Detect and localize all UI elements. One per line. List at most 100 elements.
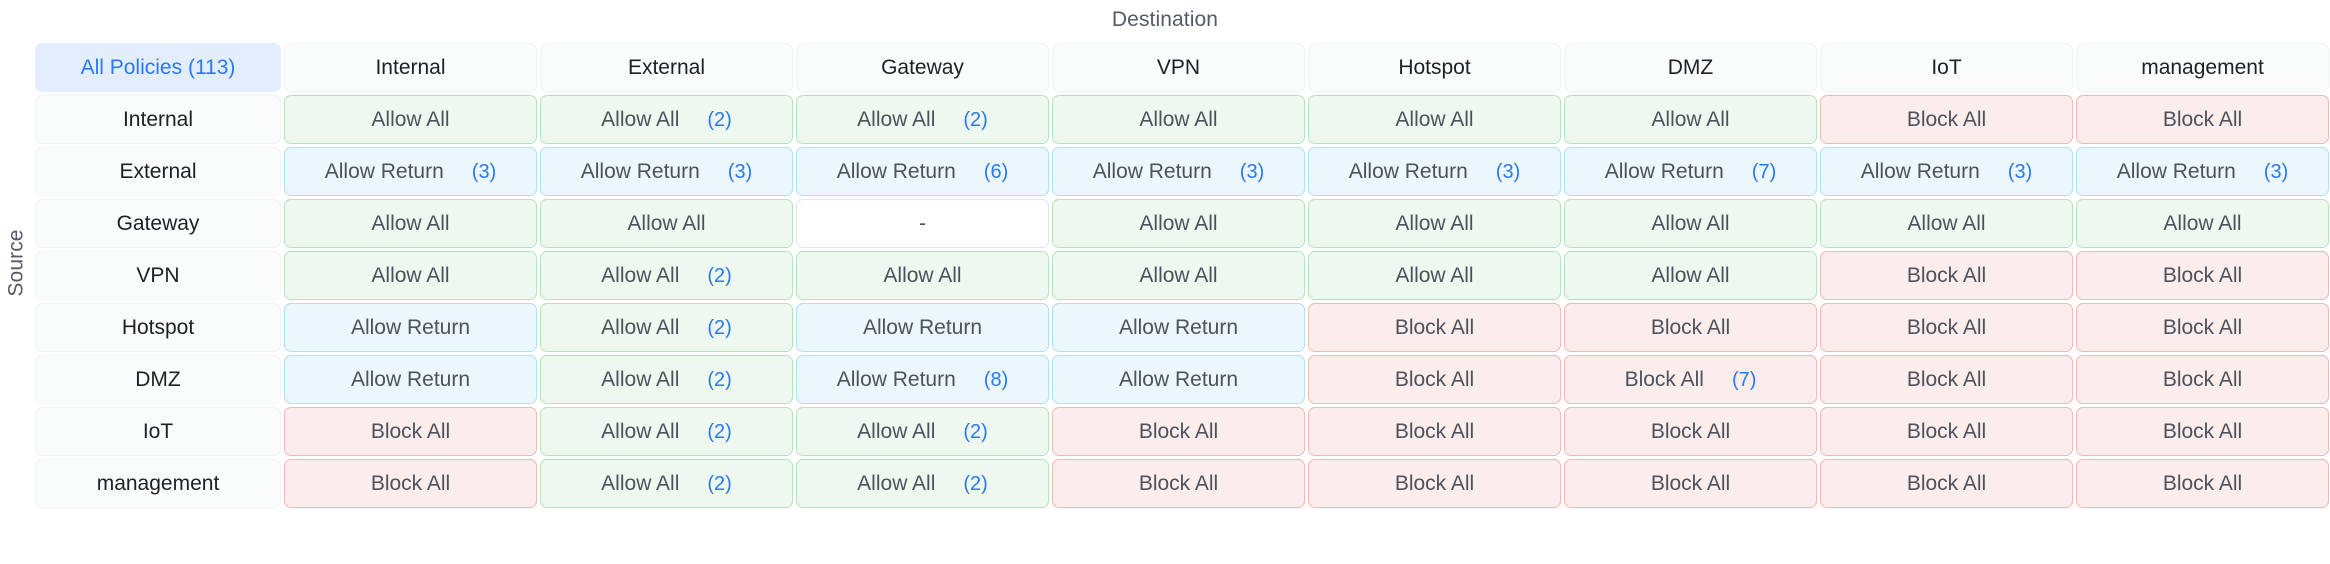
matrix-cell[interactable]: Allow All	[540, 199, 793, 248]
policy-cell-management-to-hotspot[interactable]: Block All	[1308, 459, 1561, 508]
matrix-cell[interactable]: Allow All	[1564, 199, 1817, 248]
all-policies-button[interactable]: All Policies (113)	[35, 43, 281, 92]
matrix-cell[interactable]: Block All	[1052, 459, 1305, 508]
policy-cell-internal-to-internal[interactable]: Allow All	[284, 95, 537, 144]
policy-cell-management-to-external[interactable]: Allow All(2)	[540, 459, 793, 508]
matrix-cell[interactable]: Allow All	[284, 199, 537, 248]
column-header-cell[interactable]: VPN	[1052, 43, 1305, 92]
policy-cell-gateway-to-dmz[interactable]: Allow All	[1564, 199, 1817, 248]
policy-cell-gateway-to-internal[interactable]: Allow All	[284, 199, 537, 248]
policy-cell-hotspot-to-management[interactable]: Block All	[2076, 303, 2329, 352]
policy-cell-hotspot-to-vpn[interactable]: Allow Return	[1052, 303, 1305, 352]
matrix-cell[interactable]: Allow Return(8)	[796, 355, 1049, 404]
policy-cell-iot-to-management[interactable]: Block All	[2076, 407, 2329, 456]
matrix-cell[interactable]: Allow All	[284, 251, 537, 300]
policy-cell-management-to-gateway[interactable]: Allow All(2)	[796, 459, 1049, 508]
row-header-external[interactable]: External	[35, 147, 281, 196]
matrix-cell[interactable]: Allow Return(3)	[2076, 147, 2329, 196]
policy-cell-iot-to-dmz[interactable]: Block All	[1564, 407, 1817, 456]
policy-cell-dmz-to-iot[interactable]: Block All	[1820, 355, 2073, 404]
matrix-cell[interactable]: Allow All(2)	[796, 459, 1049, 508]
policy-cell-external-to-gateway[interactable]: Allow Return(6)	[796, 147, 1049, 196]
policy-cell-gateway-to-gateway[interactable]: -	[796, 199, 1049, 248]
policy-cell-dmz-to-dmz[interactable]: Block All(7)	[1564, 355, 1817, 404]
column-header-iot[interactable]: IoT	[1820, 43, 2073, 92]
policy-cell-vpn-to-vpn[interactable]: Allow All	[1052, 251, 1305, 300]
matrix-cell[interactable]: Block All	[2076, 251, 2329, 300]
policy-cell-vpn-to-hotspot[interactable]: Allow All	[1308, 251, 1561, 300]
row-header-cell[interactable]: IoT	[35, 407, 281, 456]
policy-cell-gateway-to-iot[interactable]: Allow All	[1820, 199, 2073, 248]
matrix-cell[interactable]: Allow All	[1308, 199, 1561, 248]
policy-cell-hotspot-to-dmz[interactable]: Block All	[1564, 303, 1817, 352]
matrix-cell[interactable]: -	[796, 199, 1049, 248]
matrix-cell[interactable]: Allow All(2)	[540, 459, 793, 508]
matrix-cell[interactable]: Allow All(2)	[540, 251, 793, 300]
policy-cell-external-to-external[interactable]: Allow Return(3)	[540, 147, 793, 196]
matrix-cell[interactable]: Block All	[1820, 251, 2073, 300]
matrix-cell[interactable]: Allow All	[1564, 251, 1817, 300]
policy-cell-internal-to-gateway[interactable]: Allow All(2)	[796, 95, 1049, 144]
policy-cell-external-to-management[interactable]: Allow Return(3)	[2076, 147, 2329, 196]
column-header-cell[interactable]: External	[540, 43, 793, 92]
row-header-vpn[interactable]: VPN	[35, 251, 281, 300]
matrix-cell[interactable]: Allow All	[284, 95, 537, 144]
matrix-cell[interactable]: Allow All	[1052, 251, 1305, 300]
column-header-external[interactable]: External	[540, 43, 793, 92]
policy-cell-vpn-to-external[interactable]: Allow All(2)	[540, 251, 793, 300]
column-header-cell[interactable]: IoT	[1820, 43, 2073, 92]
matrix-cell[interactable]: Block All	[1820, 459, 2073, 508]
matrix-cell[interactable]: Block All	[2076, 407, 2329, 456]
matrix-cell[interactable]: Block All	[1052, 407, 1305, 456]
column-header-internal[interactable]: Internal	[284, 43, 537, 92]
row-header-cell[interactable]: Internal	[35, 95, 281, 144]
matrix-cell[interactable]: Allow All(2)	[540, 303, 793, 352]
matrix-cell[interactable]: Block All	[1564, 303, 1817, 352]
policy-cell-iot-to-hotspot[interactable]: Block All	[1308, 407, 1561, 456]
policy-cell-hotspot-to-internal[interactable]: Allow Return	[284, 303, 537, 352]
matrix-cell[interactable]: Allow All	[1308, 251, 1561, 300]
matrix-cell[interactable]: Block All	[2076, 355, 2329, 404]
matrix-cell[interactable]: Allow Return	[284, 303, 537, 352]
matrix-cell[interactable]: Allow All	[1308, 95, 1561, 144]
row-header-cell[interactable]: DMZ	[35, 355, 281, 404]
matrix-cell[interactable]: Block All	[2076, 459, 2329, 508]
policy-cell-vpn-to-iot[interactable]: Block All	[1820, 251, 2073, 300]
column-header-cell[interactable]: Internal	[284, 43, 537, 92]
policy-cell-iot-to-vpn[interactable]: Block All	[1052, 407, 1305, 456]
matrix-cell[interactable]: Allow Return	[1052, 355, 1305, 404]
policy-cell-vpn-to-internal[interactable]: Allow All	[284, 251, 537, 300]
policy-cell-external-to-iot[interactable]: Allow Return(3)	[1820, 147, 2073, 196]
matrix-cell[interactable]: Allow Return(3)	[540, 147, 793, 196]
matrix-cell[interactable]: Block All	[1820, 407, 2073, 456]
matrix-cell[interactable]: Allow All	[2076, 199, 2329, 248]
policy-cell-management-to-iot[interactable]: Block All	[1820, 459, 2073, 508]
row-header-cell[interactable]: management	[35, 459, 281, 508]
column-header-gateway[interactable]: Gateway	[796, 43, 1049, 92]
policy-cell-external-to-internal[interactable]: Allow Return(3)	[284, 147, 537, 196]
column-header-dmz[interactable]: DMZ	[1564, 43, 1817, 92]
matrix-cell[interactable]: Block All	[284, 459, 537, 508]
matrix-cell[interactable]: Block All	[1308, 303, 1561, 352]
row-header-hotspot[interactable]: Hotspot	[35, 303, 281, 352]
matrix-cell[interactable]: Block All	[1308, 407, 1561, 456]
policy-cell-hotspot-to-iot[interactable]: Block All	[1820, 303, 2073, 352]
matrix-cell[interactable]: Block All(7)	[1564, 355, 1817, 404]
policy-cell-hotspot-to-external[interactable]: Allow All(2)	[540, 303, 793, 352]
row-header-cell[interactable]: External	[35, 147, 281, 196]
policy-cell-iot-to-iot[interactable]: Block All	[1820, 407, 2073, 456]
policy-cell-iot-to-gateway[interactable]: Allow All(2)	[796, 407, 1049, 456]
matrix-cell[interactable]: Allow All(2)	[796, 407, 1049, 456]
policy-cell-gateway-to-hotspot[interactable]: Allow All	[1308, 199, 1561, 248]
matrix-cell[interactable]: Allow Return(3)	[1820, 147, 2073, 196]
row-header-iot[interactable]: IoT	[35, 407, 281, 456]
matrix-cell[interactable]: Block All	[1564, 459, 1817, 508]
row-header-cell[interactable]: VPN	[35, 251, 281, 300]
matrix-cell[interactable]: Allow Return	[1052, 303, 1305, 352]
matrix-cell[interactable]: Allow All(2)	[540, 95, 793, 144]
matrix-cell[interactable]: Allow Return	[796, 303, 1049, 352]
policy-cell-management-to-management[interactable]: Block All	[2076, 459, 2329, 508]
policy-cell-iot-to-external[interactable]: Allow All(2)	[540, 407, 793, 456]
policy-cell-iot-to-internal[interactable]: Block All	[284, 407, 537, 456]
column-header-cell[interactable]: Gateway	[796, 43, 1049, 92]
